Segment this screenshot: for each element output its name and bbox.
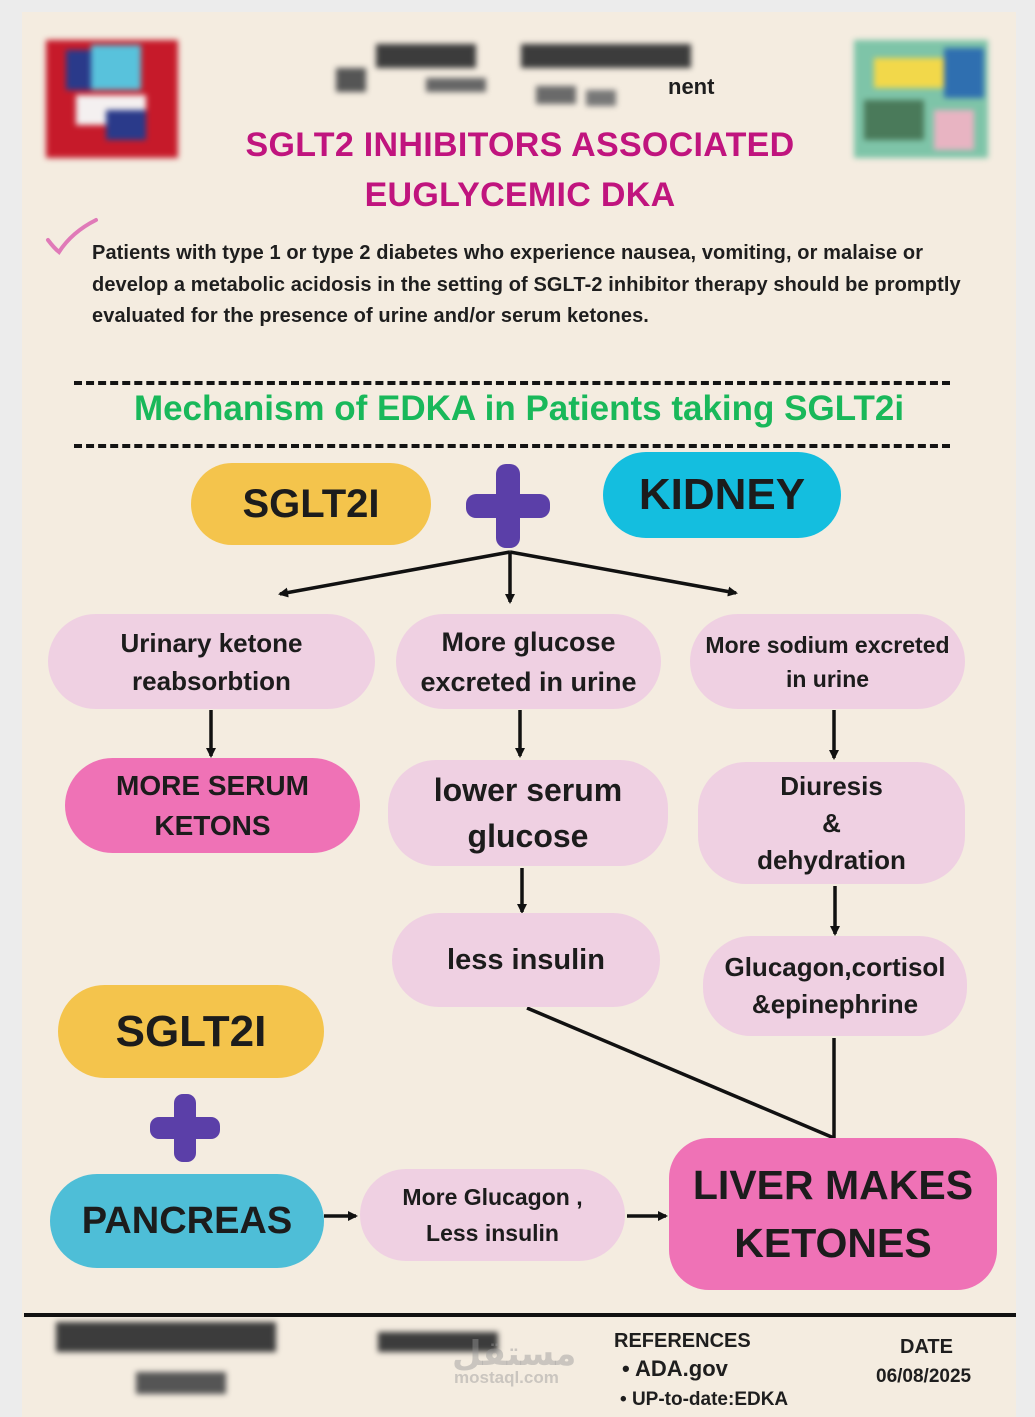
title-line-1: SGLT2 INHIBITORS ASSOCIATED bbox=[245, 126, 795, 164]
plus-icon-bottom bbox=[150, 1094, 220, 1162]
reference-item-2: • UP-to-date:EDKA bbox=[620, 1389, 789, 1410]
less-insulin-node: less insulin bbox=[392, 913, 660, 1007]
dashed-divider-top bbox=[74, 381, 950, 385]
sglt2i-top-node: SGLT2I bbox=[191, 463, 431, 545]
date-value: 06/08/2025 bbox=[876, 1366, 972, 1387]
right-logo-blurred bbox=[854, 40, 988, 158]
line-less-insulin-to-liver bbox=[526, 1006, 835, 1140]
pancreas-node: PANCREAS bbox=[50, 1174, 324, 1268]
header-subtitle-fragment: nent bbox=[668, 74, 715, 99]
diuresis-dehydration-node: Diuresis&dehydration bbox=[698, 762, 965, 884]
footer-middle-blurred bbox=[378, 1332, 498, 1356]
left-logo-blurred bbox=[46, 40, 178, 158]
more-glucagon-node: More Glucagon ,Less insulin bbox=[360, 1169, 625, 1261]
hormones-node: Glucagon,cortisol&epinephrine bbox=[703, 936, 967, 1036]
mechanism-title: Mechanism of EDKA in Patients taking SGL… bbox=[133, 389, 905, 428]
references-heading: REFERENCES bbox=[614, 1330, 751, 1352]
dashed-divider-bottom bbox=[74, 444, 950, 448]
watermark-arabic: مستقل bbox=[452, 1335, 577, 1373]
title-line-2: EUGLYCEMIC DKA bbox=[364, 176, 676, 214]
watermark-latin: mostaql.com bbox=[454, 1368, 559, 1387]
arrow-to-urinary bbox=[278, 550, 511, 598]
checkmark-icon bbox=[46, 218, 98, 255]
plus-icon-top bbox=[466, 464, 550, 548]
kidney-node: KIDNEY bbox=[603, 452, 841, 538]
intro-paragraph: Patients with type 1 or type 2 diabetes … bbox=[92, 242, 961, 327]
footer-divider bbox=[24, 1313, 1016, 1317]
date-heading: DATE bbox=[900, 1336, 953, 1358]
reference-item-1: • ADA.gov bbox=[622, 1356, 728, 1381]
arrow-to-sodium bbox=[509, 550, 738, 597]
header-text-blurred bbox=[336, 40, 706, 110]
sglt2i-bottom-node: SGLT2I bbox=[58, 985, 324, 1078]
footer-left-blurred bbox=[56, 1322, 276, 1402]
